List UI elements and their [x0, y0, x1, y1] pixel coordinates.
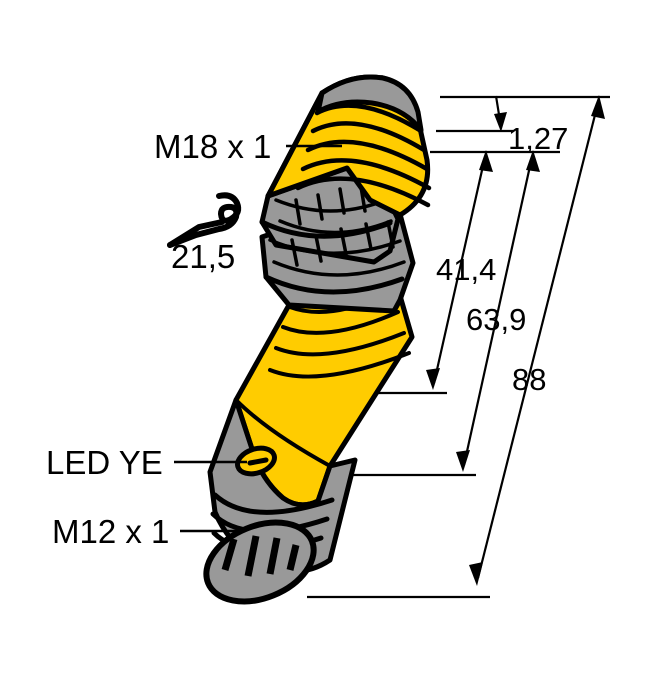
wrench-icon — [167, 192, 242, 248]
arrowhead-88-up — [591, 95, 605, 119]
dim-line-41-4 — [432, 156, 487, 384]
arrowhead-1-27-down — [494, 112, 507, 132]
sensor-body-group — [203, 74, 432, 605]
leader-lines-group — [174, 144, 342, 533]
arrowhead-41-4-down — [426, 368, 440, 390]
label-dimension-1-27: 1,27 — [508, 121, 568, 156]
label-dimension-88: 88 — [512, 362, 546, 397]
led-indicator-dash — [247, 457, 269, 466]
arrowhead-41-4-up — [479, 150, 493, 172]
barrel-thread-ring-2 — [281, 310, 400, 335]
hex-nut-separation-1 — [259, 219, 393, 239]
label-m18: M18 x 1 — [154, 128, 271, 165]
label-led: LED YE — [46, 444, 163, 481]
connector-thread-ring-1 — [212, 492, 335, 515]
hex-nut-lower-knurl — [268, 220, 406, 277]
barrel-thread-ring-4 — [268, 351, 411, 379]
m18-left-edge — [265, 90, 325, 199]
dimension-lines-group — [307, 95, 610, 599]
label-dimension-41-4: 41,4 — [436, 252, 496, 287]
arrowhead-63-9-up — [526, 150, 540, 172]
arrowhead-88-down — [469, 562, 483, 586]
label-dimension-63-9: 63,9 — [466, 302, 526, 337]
label-m12: M12 x 1 — [52, 513, 169, 550]
barrel-thread-ring-3 — [274, 331, 406, 357]
sensor-top-cap — [315, 74, 424, 133]
barrel-color-boundary — [234, 398, 332, 468]
connector-pin-slots — [221, 535, 300, 577]
dim-line-88 — [476, 102, 600, 579]
dim-line-63-9 — [462, 156, 534, 466]
arrowhead-63-9-down — [456, 450, 470, 472]
label-wrench-size: 21,5 — [171, 238, 235, 275]
hex-nut-separation-2 — [263, 274, 405, 295]
